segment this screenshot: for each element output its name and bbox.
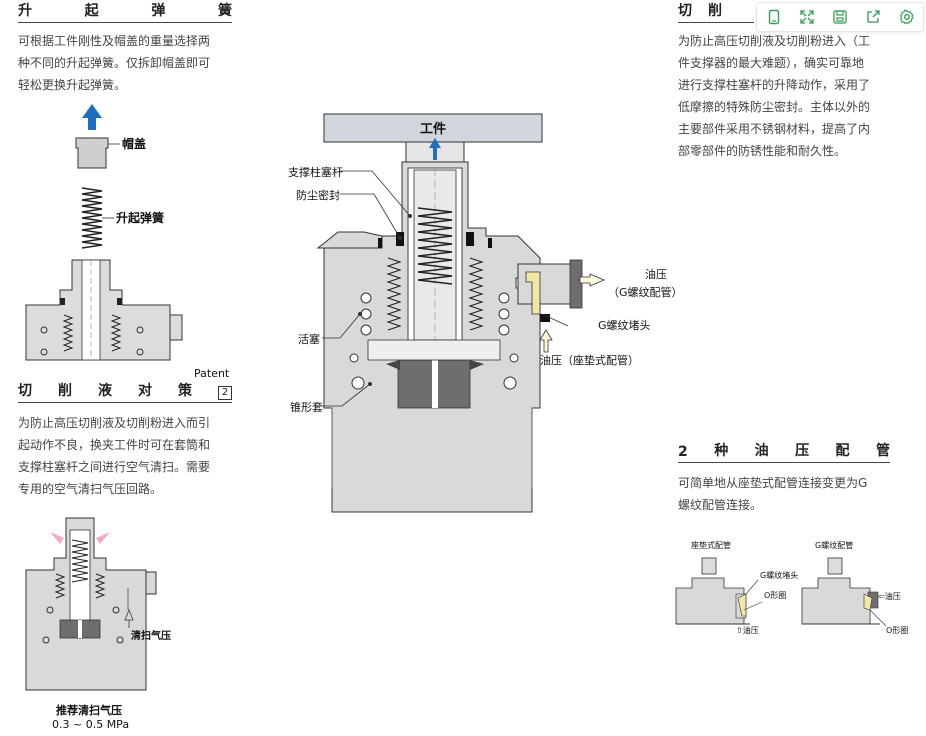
main-cross-section	[316, 113, 606, 513]
blue-arrow-icon	[82, 104, 102, 130]
title-char: 削	[708, 3, 722, 19]
title-char: 压	[795, 443, 810, 459]
label-g-plug-small: G螺纹堵头	[760, 571, 799, 580]
section-title-cutting: 切 削	[678, 0, 754, 23]
patent-label: Patent	[194, 367, 230, 380]
label-cone-sleeve: 锥形套	[290, 401, 323, 414]
label-pad-piping: 座垫式配管	[691, 541, 731, 550]
cap-shape	[75, 137, 109, 169]
text-line: 进行支撑柱塞杆的升降动作，采用了	[678, 78, 871, 92]
title-char: 油	[754, 443, 769, 459]
settings-button[interactable]	[890, 3, 923, 31]
title-char: 弹	[151, 3, 166, 19]
piping-diagrams	[675, 557, 887, 627]
text-line: 起动作不良，换夹工件时可在套筒和	[18, 438, 211, 452]
text-line: 轻松更换升起弹簧。	[18, 78, 127, 92]
lift-spring-description: 可根据工件刚性及帽盖的重量选择两 种不同的升起弹簧。仅拆卸帽盖即可 轻松更换升起…	[18, 30, 210, 96]
label-oil-right: ⇦油压	[878, 592, 901, 601]
label-recommended-purge: 推荐清扫气压	[56, 704, 122, 717]
page-button[interactable]	[757, 3, 790, 31]
spring-shape	[81, 187, 103, 249]
text-line: 为防止高压切削液及切削粉进入而引	[18, 416, 211, 430]
settings-icon	[899, 9, 914, 25]
lift-spring-diagram	[25, 104, 183, 361]
title-char: 策	[178, 383, 192, 399]
label-oil-g-piping: （G螺纹配管）	[608, 286, 683, 299]
label-dust-seal: 防尘密封	[296, 189, 340, 202]
title-char: 切	[678, 3, 692, 19]
text-line: 件支撑器的最大难题），确实可靠地	[678, 56, 865, 70]
title-char: 起	[84, 3, 99, 19]
text-line: 种不同的升起弹簧。仅拆卸帽盖即可	[18, 56, 211, 70]
patent-number-badge: 2	[218, 386, 232, 400]
label-g-plug: G螺纹堵头	[598, 319, 651, 332]
page-icon	[768, 9, 779, 25]
label-support-plunger: 支撑柱塞杆	[288, 166, 343, 179]
title-char: 配	[835, 443, 850, 459]
coolant-description: 为防止高压切削液及切削粉进入而引 起动作不良，换夹工件时可在套筒和 支撑柱塞杆之…	[18, 412, 210, 500]
blue-arrow-icon	[429, 138, 441, 160]
label-oring-right: O形圈	[886, 626, 909, 635]
label-oil-pad: 油压（座垫式配管）	[540, 354, 639, 367]
text-line: 可根据工件刚性及帽盖的重量选择两	[18, 34, 211, 48]
title-char: 簧	[217, 3, 232, 19]
title-char: 对	[138, 383, 152, 399]
text-line: 螺纹配管连接。	[678, 498, 763, 512]
cutting-description: 为防止高压切削液及切削粉进入（工 件支撑器的最大难题），确实可靠地 进行支撑柱塞…	[678, 30, 870, 162]
label-oil-up: ⇧油压	[736, 626, 759, 635]
save-icon	[833, 10, 847, 24]
section-title-coolant: 切 削 液 对 策 2	[18, 380, 232, 403]
title-char: 削	[58, 383, 72, 399]
text-line: 主要部件采用不锈钢材料，提高了内	[678, 122, 871, 136]
title-char: 2	[678, 444, 688, 460]
title-char: 切	[18, 383, 32, 399]
text-line: 专用的空气清扫气压回路。	[18, 482, 163, 496]
air-purge-diagram	[25, 517, 157, 691]
share-icon	[867, 10, 880, 23]
title-char: 液	[98, 383, 112, 399]
label-oring-small: O形圈	[764, 591, 787, 600]
title-char: 种	[714, 443, 729, 459]
section-title-piping: 2 种 油 压 配 管	[678, 440, 890, 463]
label-purge-pressure: 0.3 ~ 0.5 MPa	[52, 718, 130, 731]
label-oil-g: 油压	[645, 268, 667, 281]
label-cap: 帽盖	[122, 137, 147, 151]
label-lift-spring: 升起弹簧	[116, 211, 165, 225]
text-line: 支撑柱塞杆之间进行空气清扫。需要	[18, 460, 211, 474]
text-line: 部零部件的防锈性能和耐久性。	[678, 144, 847, 158]
label-g-piping: G螺纹配管	[815, 541, 854, 550]
title-char: 管	[875, 443, 890, 459]
share-button[interactable]	[857, 3, 890, 31]
section-title-lift-spring: 升 起 弹 簧	[18, 0, 232, 23]
label-workpiece: 工件	[420, 122, 447, 137]
label-purge-air: 清扫气压	[131, 631, 171, 642]
save-button[interactable]	[824, 3, 857, 31]
fullscreen-button[interactable]	[790, 3, 823, 31]
toolbar	[756, 2, 924, 32]
label-piston: 活塞	[298, 333, 320, 346]
text-line: 低摩擦的特殊防尘密封。主体以外的	[678, 100, 871, 114]
fullscreen-icon	[800, 10, 814, 24]
piping-description: 可简单地从座垫式配管连接变更为G 螺纹配管连接。	[678, 472, 867, 516]
workpiece-block	[323, 113, 543, 143]
text-line: 可简单地从座垫式配管连接变更为G	[678, 476, 868, 490]
title-char: 升	[18, 3, 32, 19]
text-line: 为防止高压切削液及切削粉进入（工	[678, 34, 871, 48]
